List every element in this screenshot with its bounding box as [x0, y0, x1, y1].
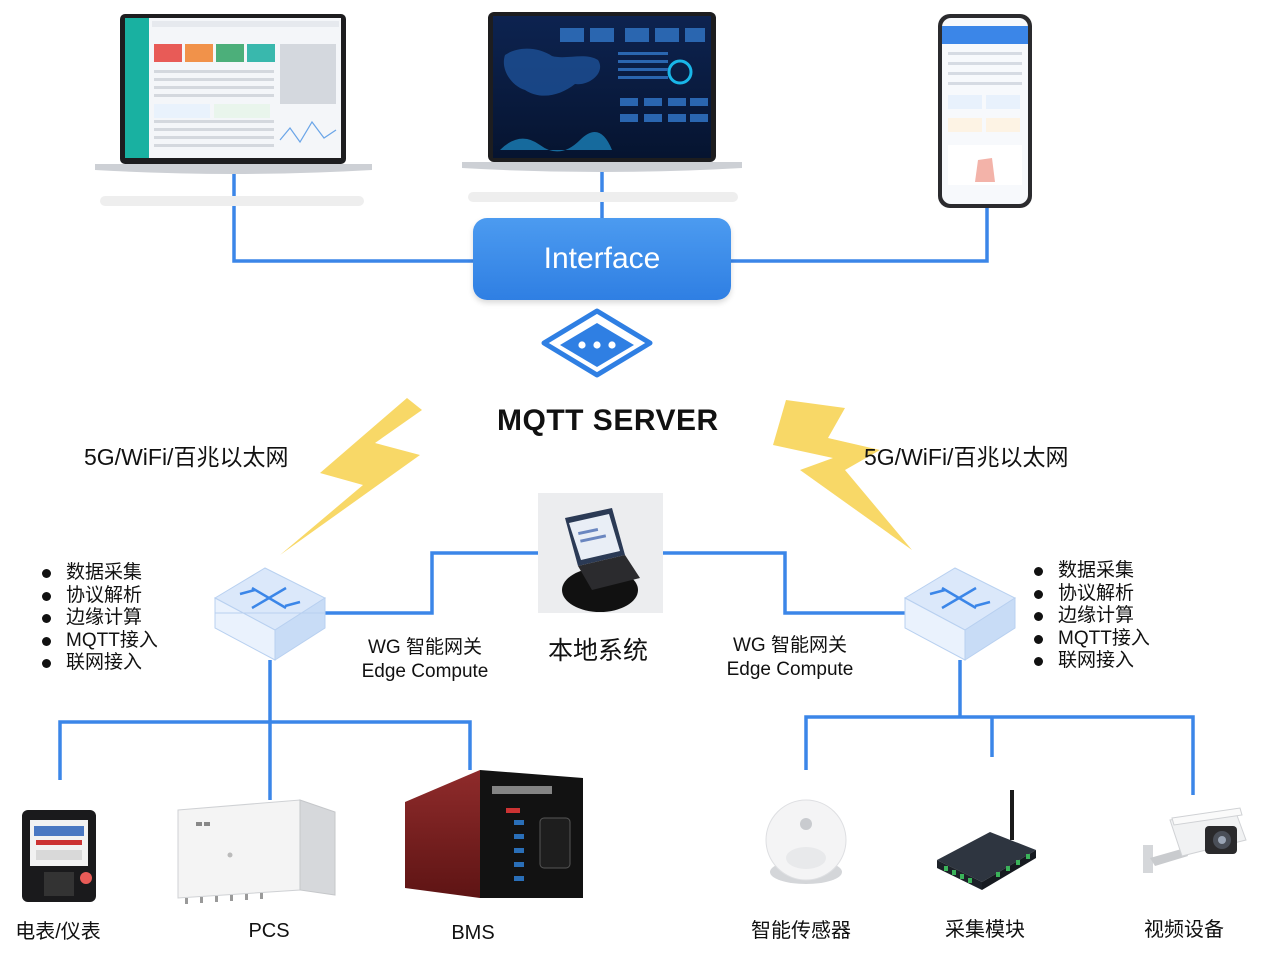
gateway-label-right: WG 智能网关 Edge Compute: [715, 634, 865, 682]
feature-list-left: 数据采集 协议解析 边缘计算 MQTT接入 联网接入: [40, 562, 158, 675]
lightning-bolt-right-icon: [773, 400, 912, 550]
feature-item: 边缘计算: [40, 607, 158, 630]
network-label-right: 5G/WiFi/百兆以太网: [864, 444, 1069, 470]
mqtt-server-icon: [541, 308, 653, 378]
feature-item: 数据采集: [1032, 560, 1150, 583]
connection-lines: [58, 160, 1195, 800]
gateway-label-left: WG 智能网关 Edge Compute: [350, 636, 500, 684]
device-label-meter: 电表/仪表: [15, 921, 101, 943]
feature-item: 联网接入: [40, 652, 158, 675]
phone-app-right: [938, 14, 1032, 208]
device-label-pcs: PCS: [248, 920, 290, 942]
lightning-bolt-left-icon: [280, 398, 422, 555]
acquisition-module-icon: [937, 790, 1036, 890]
device-label-sensor: 智能传感器: [751, 920, 851, 942]
feature-item: 协议解析: [40, 585, 158, 608]
electricity-meter-icon: [22, 810, 96, 902]
laptop-map-center: [462, 12, 742, 202]
device-label-bms: BMS: [451, 922, 495, 944]
local-system-label: 本地系统: [548, 637, 649, 665]
network-label-left: 5G/WiFi/百兆以太网: [84, 444, 289, 470]
mqtt-server-label: MQTT SERVER: [497, 404, 719, 437]
gateway-subtitle: Edge Compute: [726, 659, 854, 680]
gateway-name: WG 智能网关: [733, 635, 847, 656]
feature-item: 联网接入: [1032, 650, 1150, 673]
smart-sensor-icon: [765, 799, 847, 884]
gateway-subtitle: Edge Compute: [361, 661, 489, 682]
gateway-router-left-icon: [213, 567, 327, 661]
feature-item: 边缘计算: [1032, 605, 1150, 628]
laptop-dashboard-left: [95, 14, 372, 206]
feature-item: 数据采集: [40, 562, 158, 585]
bms-controller-icon: [405, 770, 583, 898]
device-label-module: 采集模块: [945, 919, 1025, 941]
local-system-laptop-icon: [538, 493, 663, 613]
feature-list-right: 数据采集 协议解析 边缘计算 MQTT接入 联网接入: [1032, 560, 1150, 673]
feature-item: MQTT接入: [40, 630, 158, 653]
interface-box: Interface: [473, 218, 731, 300]
pcs-inverter-icon: [177, 799, 336, 904]
device-label-camera: 视频设备: [1144, 919, 1224, 941]
gateway-router-right-icon: [903, 567, 1017, 661]
video-camera-icon: [1143, 807, 1247, 873]
feature-item: MQTT接入: [1032, 628, 1150, 651]
gateway-name: WG 智能网关: [368, 637, 482, 658]
feature-item: 协议解析: [1032, 583, 1150, 606]
